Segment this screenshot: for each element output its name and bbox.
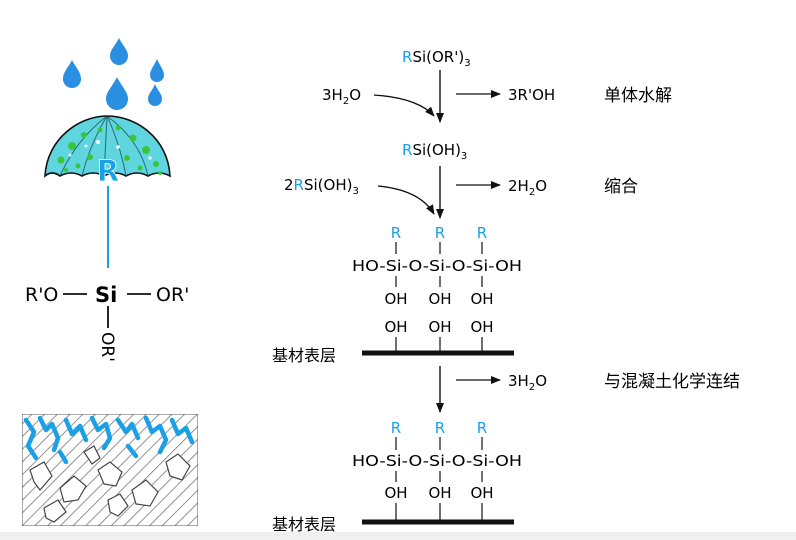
silane-bottom-group: OR' <box>97 332 117 362</box>
penetrating-silane <box>23 415 195 465</box>
r-group: R <box>477 419 487 437</box>
substrate-label: 基材表层 <box>272 515 336 534</box>
hydroxyl-group: OH <box>384 290 407 308</box>
surface-hydroxyl: OH <box>384 318 407 336</box>
hydroxyl-group: OH <box>428 290 451 308</box>
start-compound: RSi(OR')3 <box>402 48 471 69</box>
reaction-scheme: RSi(OR')3 3H2O 3R'OH 单体水解 RSi(OH)3 2RSi(… <box>272 48 740 534</box>
r-group: R <box>435 419 445 437</box>
step1-reactant: 3H2O <box>322 86 361 107</box>
step3-product: 3H2O <box>508 372 547 393</box>
water-drop-icon <box>150 59 164 82</box>
water-drop-icon <box>148 84 162 106</box>
step3-label: 与混凝土化学连结 <box>604 372 740 392</box>
silane-molecule: R'O Si OR' OR' <box>25 283 189 362</box>
r-group: R <box>477 224 487 242</box>
umbrella-canopy <box>44 115 171 178</box>
water-drop-icon <box>110 38 128 65</box>
r-group: R <box>435 224 445 242</box>
hydroxyl-group: OH <box>470 484 493 502</box>
step1-input-arrow <box>373 94 435 117</box>
step2-reactant: 2RSi(OH)3 <box>284 176 359 197</box>
umbrella-highlights <box>68 140 152 168</box>
step2-input-arrow <box>377 185 435 215</box>
silane-left-group: R'O <box>25 284 58 306</box>
hydroxyl-group: OH <box>428 484 451 502</box>
step1-product: 3R'OH <box>508 86 555 104</box>
substrate-surface: OH OH OH 基材表层 <box>272 318 514 365</box>
umbrella: R <box>44 115 171 268</box>
water-drop-icon <box>63 60 81 88</box>
hydroxyl-group: OH <box>470 290 493 308</box>
silane-center-atom: Si <box>95 283 117 307</box>
water-drop-icon <box>106 77 128 110</box>
bonded-chain: HO-Si-O-Si-O-Si-OH <box>352 452 522 470</box>
r-group: R <box>391 419 401 437</box>
step1-label: 单体水解 <box>604 86 672 106</box>
surface-hydroxyl: OH <box>470 318 493 336</box>
r-group: R <box>391 224 401 242</box>
surface-hydroxyl: OH <box>428 318 451 336</box>
rain-drops <box>63 38 164 110</box>
step2-label: 缩合 <box>604 177 638 197</box>
silane-right-group: OR' <box>156 284 189 306</box>
umbrella-letter: R <box>97 154 119 188</box>
bottom-band <box>0 532 796 540</box>
substrate-label: 基材表层 <box>272 346 336 365</box>
intermediate-compound: RSi(OH)3 <box>402 141 467 162</box>
silanol-oligomer: R R R HO-Si-O-Si-O-Si-OH OH OH OH <box>352 224 522 308</box>
bonded-siloxane: R R R HO-Si-O-Si-O-Si-OH OH OH OH 基材表层 <box>272 419 522 534</box>
concrete-pores <box>29 445 191 523</box>
concrete-cross-section <box>22 414 198 526</box>
step2-product: 2H2O <box>508 177 547 198</box>
umbrella-dots <box>57 125 162 175</box>
umbrella-ribs <box>59 115 149 177</box>
hydroxyl-group: OH <box>384 484 407 502</box>
oligomer-chain: HO-Si-O-Si-O-Si-OH <box>352 257 522 275</box>
